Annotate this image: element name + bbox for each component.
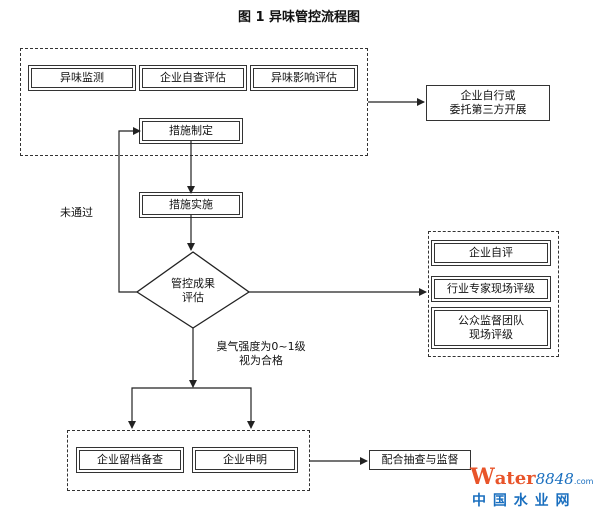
public-eval-box: 公众监督团队 现场评级 — [431, 307, 551, 349]
spot-check-label: 配合抽查与监督 — [381, 453, 459, 466]
expert-eval-label: 行业专家现场评级 — [447, 282, 535, 295]
filing-group — [67, 430, 310, 491]
watermark-number: 8848 — [535, 470, 574, 488]
public-eval-label: 公众监督团队 现场评级 — [458, 314, 524, 341]
split-left — [128, 387, 193, 429]
fail-label: 未通过 — [60, 206, 93, 219]
measures-plan-label: 措施制定 — [169, 124, 213, 137]
watermark-brand-w: W — [470, 464, 495, 490]
record-label: 企业留档备查 — [97, 453, 163, 466]
watermark-suffix: .com — [573, 477, 594, 486]
watermark-brand-rest: ater — [494, 468, 536, 489]
spot-check-box: 配合抽查与监督 — [369, 450, 471, 470]
self-eval-label: 企业自评 — [469, 246, 513, 259]
split-right — [193, 387, 255, 429]
decision-label: 管控成果 评估 — [171, 277, 215, 304]
declare-box: 企业申明 — [192, 447, 298, 473]
self-check-box: 企业自查评估 — [139, 65, 247, 91]
measures-implement-box: 措施实施 — [139, 192, 243, 218]
expert-eval-box: 行业专家现场评级 — [431, 276, 551, 302]
diagram-title: 图 1 异味管控流程图 — [237, 10, 361, 25]
impact-assessment-box: 异味影响评估 — [250, 65, 358, 91]
measures-plan-box: 措施制定 — [139, 118, 243, 144]
third-party-label: 企业自行或 委托第三方开展 — [449, 89, 527, 116]
measures-implement-label: 措施实施 — [169, 198, 213, 211]
self-eval-box: 企业自评 — [431, 240, 551, 266]
third-party-box: 企业自行或 委托第三方开展 — [426, 85, 550, 121]
arrow-fail-loop — [118, 127, 141, 293]
odor-monitoring-label: 异味监测 — [60, 71, 104, 84]
self-check-label: 企业自查评估 — [160, 71, 226, 84]
odor-monitoring-box: 异味监测 — [28, 65, 136, 91]
planning-group — [20, 48, 368, 156]
declare-label: 企业申明 — [223, 453, 267, 466]
watermark-logo: Water8848.com 中 国 水 业 网 — [470, 464, 596, 510]
pass-condition-label: 臭气强度为0~1级 视为合格 — [216, 340, 306, 367]
impact-assessment-label: 异味影响评估 — [271, 71, 337, 84]
evaluation-group — [428, 231, 559, 357]
record-box: 企业留档备查 — [76, 447, 184, 473]
watermark-cn: 中 国 水 业 网 — [472, 493, 571, 509]
